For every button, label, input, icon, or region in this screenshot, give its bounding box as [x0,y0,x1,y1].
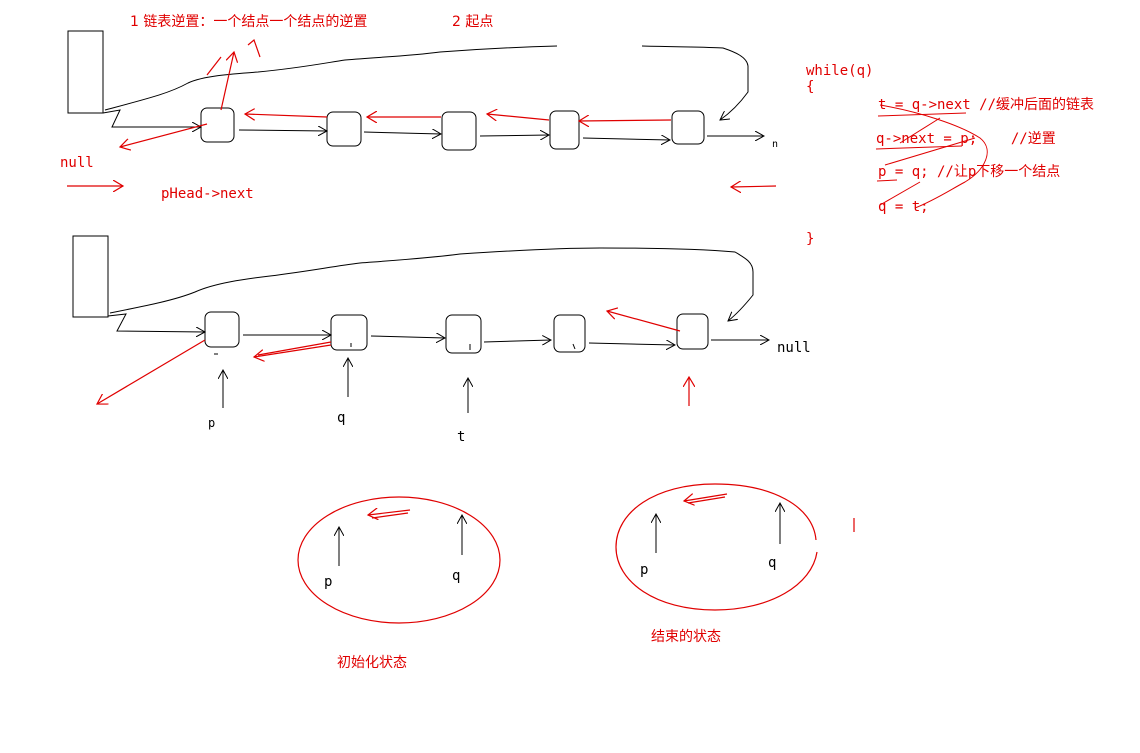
init-q-label: q [452,568,461,584]
bottom-red-back-arrow [254,344,332,357]
top-link-3-4 [479,135,549,136]
bottom-node-2 [330,314,368,351]
code-line-3: p = q; //让p下移一个结点 [878,164,1061,180]
bottom-node-4-tick [572,343,576,350]
top-annotations [67,38,777,187]
top-red-tick-left [206,56,222,76]
top-node-3 [441,111,477,151]
state-ellipses [297,483,855,624]
top-null-cut-label: n [772,139,779,150]
end-state-label: 结束的状态 [651,629,721,645]
bottom-loop-curve [109,247,754,321]
end-red-arrow-b [687,496,726,504]
top-head-box [67,30,104,114]
code-line-4: q = t; [878,199,929,215]
top-phead-next-label: pHead->next [161,186,254,202]
code-close-brace: } [806,231,815,247]
init-red-arrow [368,510,411,515]
bottom-t-label: t [457,429,466,445]
code-flow-cross-3 [879,181,921,206]
bottom-link-2-3 [370,336,445,338]
bottom-null-label: null [777,340,811,356]
top-node-5 [671,110,705,145]
bottom-red-back-arrow-b [257,341,332,356]
init-state-label: 初始化状态 [337,655,407,671]
code-while: while(q) [806,63,874,79]
top-red-right-arrow [731,186,777,187]
top-red-back-arrow-2 [245,114,328,117]
bottom-node-4 [553,314,586,353]
code-flow-curve [879,104,988,209]
bottom-node-5 [676,313,709,350]
bottom-red-diag-arrow [97,339,206,404]
bottom-link-4-5 [588,343,675,345]
top-head-pointer [102,109,201,127]
top-null-label: null [60,155,94,171]
end-q-label: q [768,555,777,571]
top-link-1-2 [238,130,327,131]
top-loop-curve-a [104,45,558,111]
end-state-ellipse [615,483,818,611]
code-line-2: q->next = p; //逆置 [876,131,1056,147]
bottom-red-up-left-arrow [607,311,681,332]
top-node-4 [549,110,580,150]
bottom-head-box [72,235,109,318]
top-red-up-arrow [220,52,234,111]
top-link-2-3 [363,132,441,134]
bottom-head-pointer [107,313,205,332]
top-node-1 [200,107,235,143]
end-p-label: p [640,562,649,578]
bottom-list [72,235,769,413]
top-node-2 [326,111,362,147]
init-p-label: p [324,574,333,590]
bottom-link-3-4 [483,340,551,342]
state-pointers [339,503,780,566]
top-red-back-arrow-5 [579,120,672,121]
title-text: 1 链表逆置：一个结点一个结点的逆置 [130,14,368,30]
code-flow-cross-2 [899,117,941,144]
init-state-ellipse [297,496,501,624]
bottom-p-label: p [208,416,216,430]
code-line-1: t = q->next //缓冲后面的链表 [878,97,1095,113]
top-loop-curve-b [641,45,749,120]
bottom-annotations [97,311,689,406]
top-link-4-5 [582,138,670,140]
bottom-node-3 [445,314,482,354]
code-open-brace: { [806,79,815,95]
top-red-back-arrow-1 [120,123,208,147]
top-red-back-arrow-4 [487,114,550,120]
code-strokes [875,104,988,209]
title-start-text: 2 起点 [452,14,494,30]
init-red-arrow-b [371,512,409,519]
top-red-tick-right [247,38,261,58]
bottom-node-1 [204,311,240,348]
top-list [67,30,764,151]
bottom-q-label: q [337,410,346,426]
code-underline-3 [876,179,898,182]
end-red-arrow [684,493,728,501]
code-flow-cross-1 [884,137,976,166]
